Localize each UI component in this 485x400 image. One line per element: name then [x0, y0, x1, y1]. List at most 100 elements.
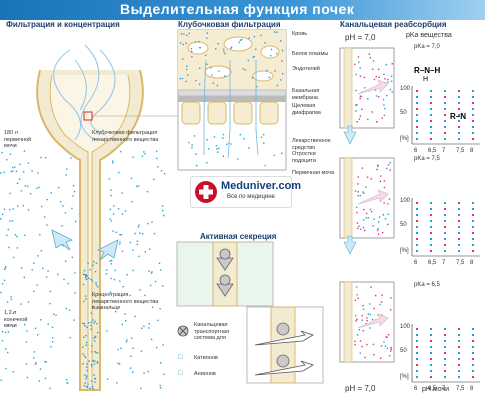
molecule-dot [160, 170, 163, 172]
chart-dot [430, 202, 432, 204]
molecule-dot [237, 158, 239, 160]
molecule-dot [224, 75, 226, 77]
molecule-dot [3, 208, 6, 210]
chart-dot [444, 214, 446, 216]
molecule-dot [363, 76, 366, 79]
molecule-dot [9, 192, 11, 195]
molecule-dot [91, 365, 93, 367]
molecule-dot [141, 327, 143, 329]
molecule-dot [148, 323, 150, 325]
molecule-dot [94, 320, 96, 323]
molecule-dot [134, 315, 136, 318]
molecule-dot [110, 277, 112, 280]
molecule-dot [92, 264, 94, 267]
x-tick: 7 [442, 260, 446, 266]
molecule-dot [363, 192, 365, 194]
chart-dot [416, 202, 418, 204]
molecule-dot [387, 164, 390, 166]
chart-dot [430, 120, 432, 122]
molecule-dot [364, 87, 366, 89]
molecule-dot [156, 157, 158, 160]
molecule-dot [27, 301, 30, 303]
molecule-dot [370, 210, 373, 213]
molecule-dot [7, 331, 10, 333]
molecule-dot [85, 274, 87, 277]
molecule-dot [105, 273, 107, 275]
molecule-dot [374, 89, 377, 91]
molecule-dot [5, 265, 7, 268]
chart-dot [444, 352, 446, 354]
molecule-dot [90, 328, 92, 330]
molecule-dot [82, 346, 84, 348]
molecule-dot [106, 378, 109, 380]
molecule-dot [63, 278, 65, 281]
chart-dot [444, 138, 446, 140]
molecule-dot [391, 91, 393, 93]
chart-dot [458, 126, 460, 128]
molecule-dot [222, 133, 225, 136]
chart-dot [430, 220, 432, 222]
chart-dot [430, 102, 432, 104]
molecule-dot [57, 273, 59, 276]
molecule-dot [20, 303, 22, 305]
chart-dot [430, 238, 432, 240]
molecule-dot [109, 260, 111, 262]
molecule-dot [7, 228, 9, 231]
molecule-dot [386, 336, 388, 338]
molecule-dot [181, 77, 184, 80]
molecule-dot [362, 308, 365, 311]
molecule-dot [367, 313, 370, 315]
molecule-dot [362, 191, 364, 193]
molecule-dot [132, 156, 134, 158]
molecule-dot [3, 279, 6, 282]
molecule-dot [186, 34, 188, 37]
formula-2: R–N [450, 112, 467, 121]
molecule-dot [82, 363, 84, 365]
molecule-dot [3, 171, 5, 173]
chart-dot [430, 96, 432, 98]
molecule-dot [121, 323, 123, 326]
molecule-dot [45, 157, 47, 159]
molecule-dot [96, 352, 99, 354]
molecule-dot [44, 360, 46, 363]
molecule-dot [359, 352, 361, 354]
molecule-dot [1, 331, 4, 333]
molecule-dot [92, 359, 94, 362]
label-drug: Лекарственное средство [292, 138, 331, 151]
molecule-dot [36, 187, 38, 189]
transport-icon [177, 325, 189, 337]
molecule-dot [96, 323, 98, 325]
molecule-dot [244, 69, 247, 71]
site-logo[interactable]: Meduniver.com Все по медицине [190, 176, 301, 208]
molecule-dot [131, 201, 133, 203]
chart-dot [416, 238, 418, 240]
chart-dot [472, 244, 474, 246]
molecule-dot [376, 229, 379, 232]
molecule-dot [42, 267, 44, 270]
molecule-dot [53, 313, 55, 315]
molecule-dot [106, 330, 108, 332]
molecule-dot [356, 334, 359, 336]
molecule-dot [248, 37, 250, 39]
molecule-dot [359, 340, 362, 342]
molecule-dot [71, 256, 74, 258]
molecule-dot [151, 271, 153, 273]
molecule-dot [159, 269, 162, 271]
molecule-dot [381, 294, 383, 296]
molecule-dot [143, 151, 145, 153]
molecule-dot [94, 336, 96, 338]
molecule-dot [141, 155, 144, 157]
molecule-dot [136, 185, 138, 188]
molecule-dot [85, 298, 87, 300]
section-filtration-title: Фильтрация и концентрация [6, 20, 120, 29]
molecule-dot [72, 195, 74, 197]
chart-dot [416, 138, 418, 140]
molecule-dot [364, 229, 366, 231]
molecule-dot [376, 121, 378, 123]
molecule-dot [379, 180, 381, 182]
chart-dot [472, 328, 474, 330]
chart-dot [416, 376, 418, 378]
molecule-dot [1, 213, 4, 215]
molecule-dot [377, 221, 380, 223]
